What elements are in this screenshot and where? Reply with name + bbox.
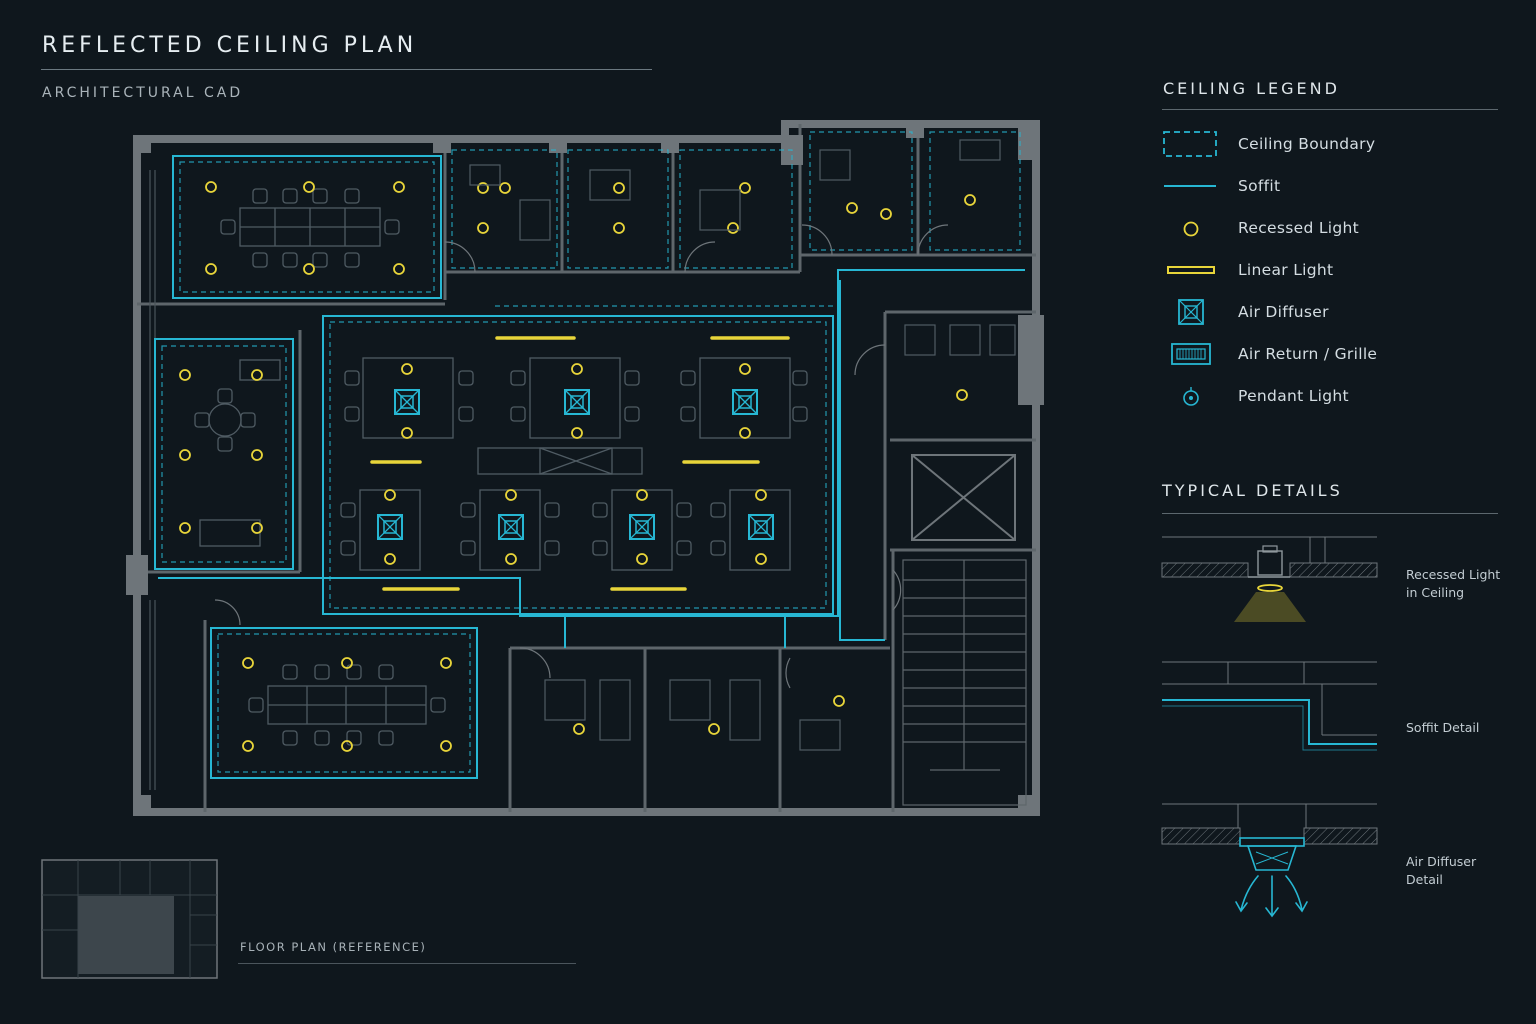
details-heading: TYPICAL DETAILS — [1162, 481, 1343, 500]
drawing-title: REFLECTED CEILING PLAN — [42, 33, 418, 58]
legend-item-ceiling-boundary: Ceiling Boundary — [1162, 127, 1492, 161]
drawing-subtitle: ARCHITECTURAL CAD — [42, 85, 244, 101]
soffit-lines — [154, 155, 1025, 779]
legend-item-air-return-grille: Air Return / Grille — [1162, 337, 1492, 371]
legend-item-air-diffuser: Air Diffuser — [1162, 295, 1492, 329]
legend-heading: CEILING LEGEND — [1163, 79, 1340, 98]
details-rule — [1162, 513, 1498, 514]
linear-light-icon — [1162, 253, 1220, 287]
reference-rule — [238, 963, 576, 964]
recessed-light-detail — [1161, 536, 1378, 622]
legend-item-linear-light: Linear Light — [1162, 253, 1492, 287]
soffit-detail-label: Soffit Detail — [1406, 720, 1480, 735]
recessed-light-detail-label: Recessed Light in Ceiling — [1406, 567, 1501, 600]
air-diffuser-detail — [1161, 803, 1378, 918]
ceiling-boundary-icon — [1162, 127, 1220, 161]
floor-plan-reference-label: FLOOR PLAN (REFERENCE) — [240, 940, 427, 954]
air-diffuser-icon — [1162, 295, 1220, 329]
air-return-grille-icon — [1162, 337, 1220, 371]
legend-item-recessed-light: Recessed Light — [1162, 211, 1492, 245]
legend-item-soffit: Soffit — [1162, 169, 1492, 203]
legend-rule — [1162, 109, 1498, 110]
legend-item-pendant-light: Pendant Light — [1162, 379, 1492, 413]
title-rule — [41, 69, 652, 70]
linear-lights — [370, 336, 790, 591]
air-diffuser-detail-label: Air Diffuser Detail — [1406, 854, 1477, 887]
soffit-icon — [1162, 169, 1220, 203]
recessed-light-icon — [1162, 211, 1220, 245]
pendant-light-icon — [1162, 379, 1220, 413]
soffit-detail — [1162, 661, 1377, 751]
